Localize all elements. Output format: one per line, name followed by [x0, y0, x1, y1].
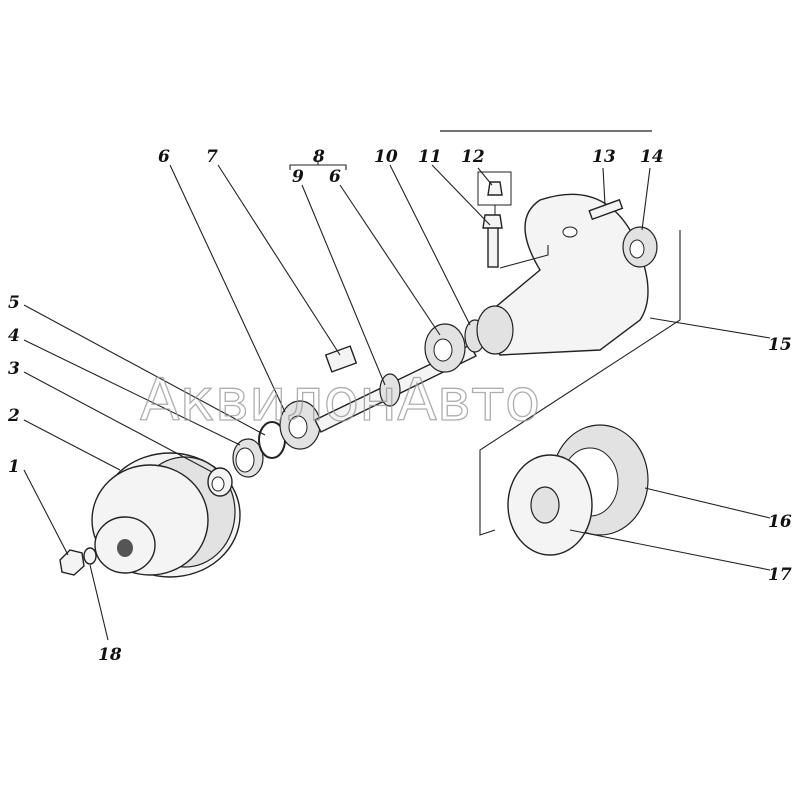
label-5: 5 — [8, 293, 20, 313]
washer-18 — [83, 547, 97, 565]
leader-lines — [23, 164, 771, 641]
watermark: АквилонАвто — [140, 366, 540, 434]
bearing-6b — [424, 323, 466, 373]
label-16: 16 — [768, 512, 792, 532]
label-6-right: 6 — [329, 167, 341, 187]
label-8: 8 — [312, 147, 325, 167]
pulley-2 — [91, 452, 241, 578]
label-18: 18 — [98, 645, 122, 665]
label-9: 9 — [292, 167, 304, 187]
seal-4 — [232, 438, 264, 478]
label-13: 13 — [592, 147, 616, 167]
key-7 — [324, 345, 358, 373]
label-4: 4 — [8, 326, 20, 346]
impeller-17 — [507, 454, 593, 556]
label-6-left: 6 — [158, 147, 170, 167]
spacer-3 — [207, 467, 233, 497]
label-1: 1 — [8, 457, 20, 477]
nut-1 — [59, 549, 85, 576]
housing-15 — [476, 193, 649, 356]
stud-13 — [588, 198, 624, 221]
label-2: 2 — [7, 406, 20, 426]
label-7: 7 — [206, 147, 218, 167]
nut-14 — [622, 226, 658, 268]
label-15: 15 — [768, 335, 792, 355]
label-12: 12 — [461, 147, 485, 167]
label-3: 3 — [8, 359, 20, 379]
grease-fitting-12 — [477, 171, 512, 215]
bolt-bracket — [499, 245, 549, 269]
label-10: 10 — [374, 147, 398, 167]
label-17: 17 — [768, 565, 792, 585]
section-bracket — [479, 230, 681, 536]
bolt-11 — [482, 214, 503, 268]
label-11: 11 — [418, 147, 442, 167]
label-14: 14 — [640, 147, 664, 167]
